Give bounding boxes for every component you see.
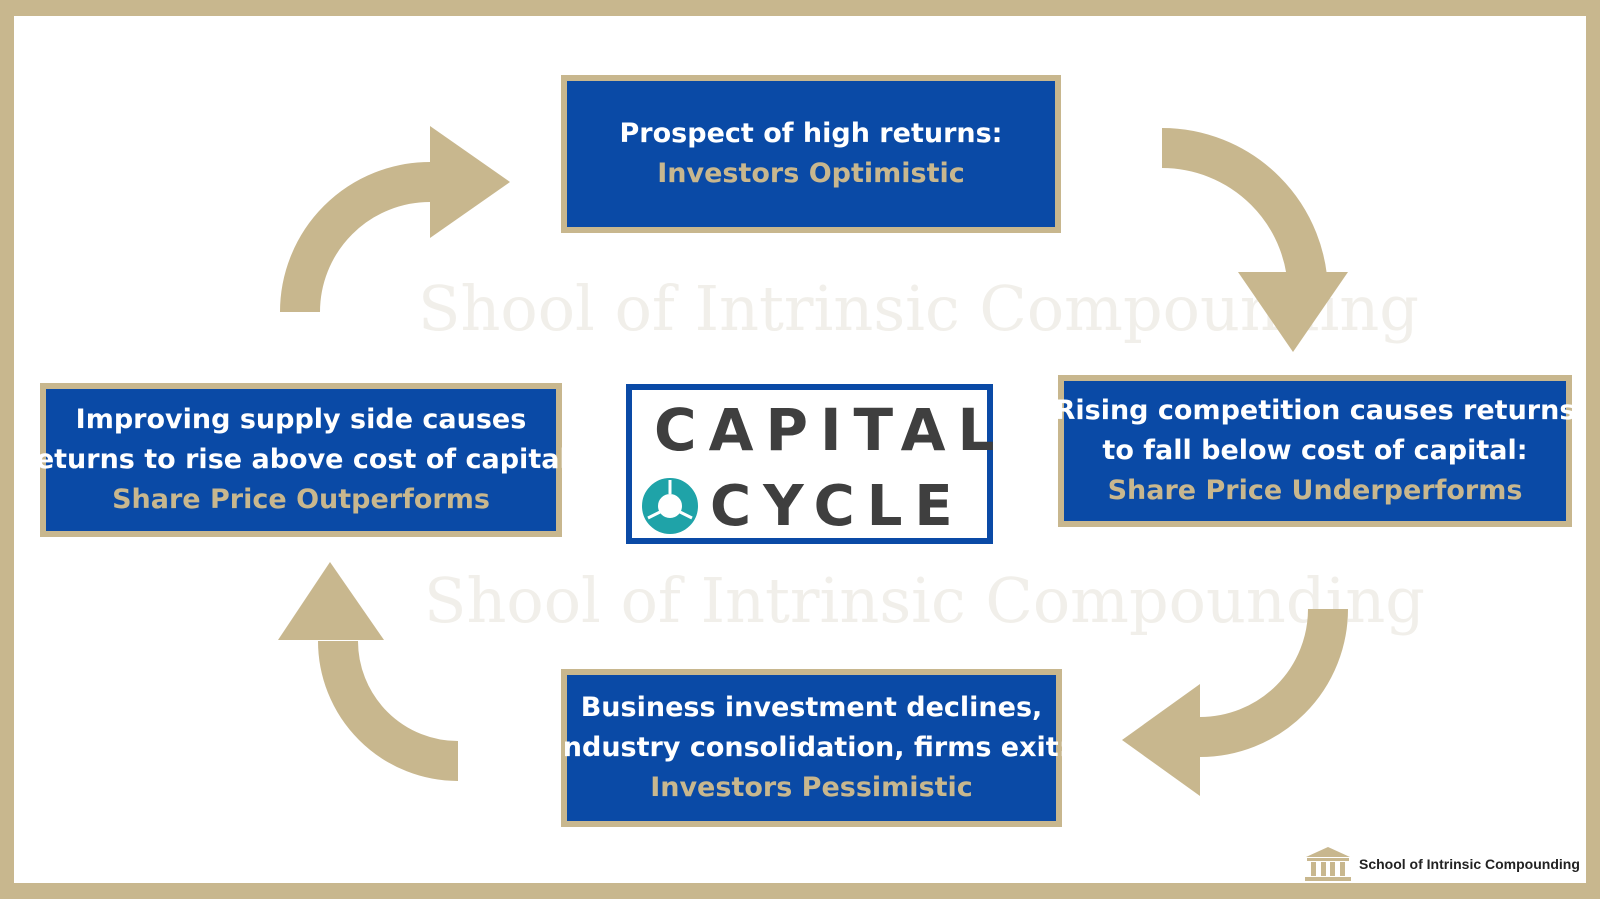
stage-description: to fall below cost of capital:	[1102, 435, 1528, 466]
stage-description: Business investment declines,	[580, 692, 1043, 723]
stage-sentiment: Share Price Underperforms	[1107, 475, 1523, 506]
stage-sentiment: Investors Pessimistic	[650, 772, 973, 803]
arrow-down-left-icon	[1122, 608, 1348, 796]
stage-sentiment: Investors Optimistic	[657, 158, 965, 189]
watermark-text: Shool of Intrinsic Compounding	[424, 564, 1425, 637]
stage-description: Improving supply side causes	[75, 404, 527, 435]
stage-description: Rising competition causes returns	[1054, 395, 1576, 426]
stage-description: industry consolidation, firms exit:	[553, 732, 1070, 763]
stage-box-pessimistic: Business investment declines, industry c…	[554, 669, 1070, 827]
stage-description: returns to rise above cost of capital:	[22, 444, 580, 475]
brand-name: School of Intrinsic Compounding	[1359, 856, 1580, 872]
stage-box-underperforms: Rising competition causes returns to fal…	[1055, 375, 1575, 527]
logo-word-cycle: CYCLE	[710, 474, 965, 539]
stage-description: Prospect of high returns:	[619, 118, 1003, 149]
institution-icon	[1305, 847, 1351, 881]
stage-box-outperforms: Improving supply side causes returns to …	[23, 383, 580, 537]
logo-word-capital: CAPITAL	[654, 396, 1007, 464]
stage-box-optimistic: Prospect of high returns: Investors Opti…	[561, 75, 1061, 233]
arrow-up-right-icon	[280, 126, 510, 313]
brand-footer: School of Intrinsic Compounding	[1303, 845, 1580, 883]
arrow-right-down-icon	[1161, 128, 1348, 352]
cycle-ring-icon	[642, 478, 698, 534]
stage-sentiment: Share Price Outperforms	[112, 484, 490, 515]
arrow-left-up-icon	[278, 562, 459, 781]
capital-cycle-logo: CAPITAL CYCLE	[626, 384, 994, 544]
